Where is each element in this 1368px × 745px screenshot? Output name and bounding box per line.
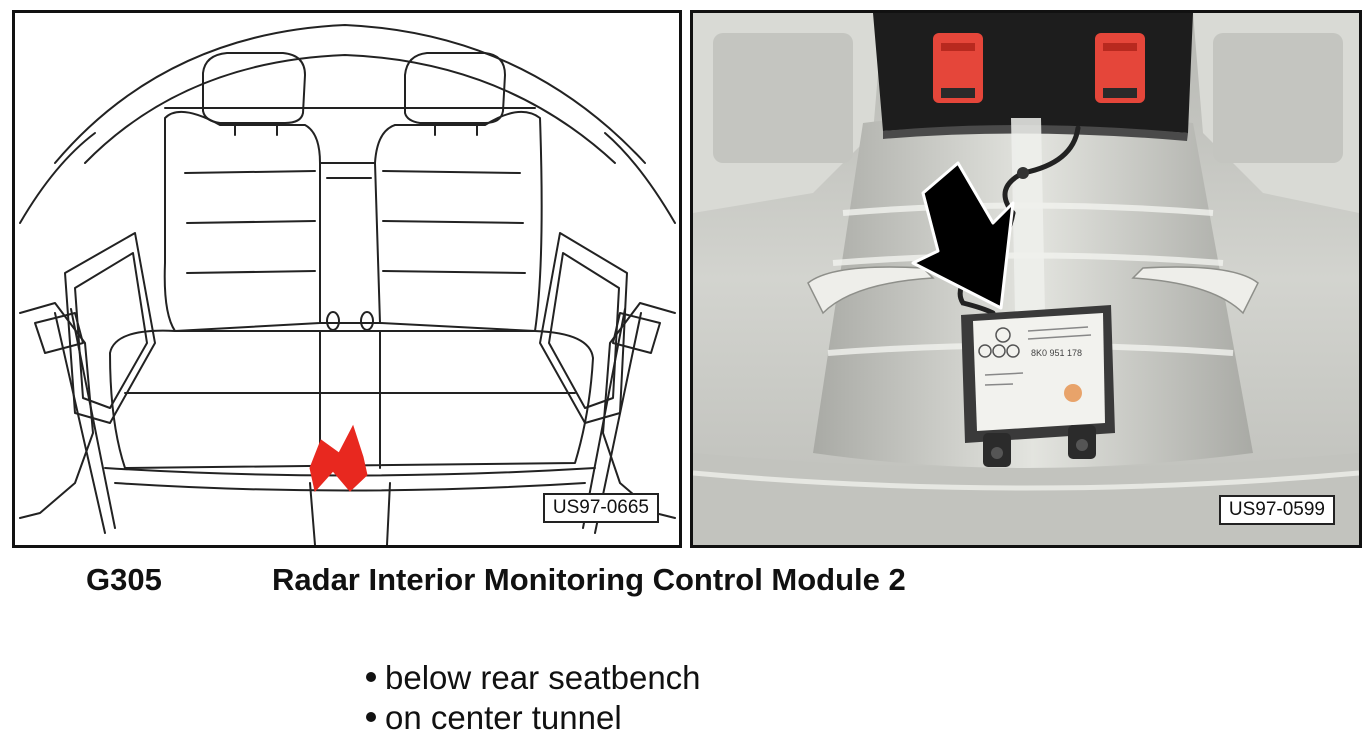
component-name: Radar Interior Monitoring Control Module… <box>272 562 906 597</box>
component-caption: G305 Radar Interior Monitoring Control M… <box>0 562 1368 602</box>
location-list: below rear seatbench on center tunnel <box>366 658 701 738</box>
center-tunnel-photo: 8K0 951 178 <box>693 13 1359 545</box>
component-code: G305 <box>86 562 162 597</box>
figure-reference-right: US97-0599 <box>1218 495 1335 525</box>
list-item: below rear seatbench <box>366 658 701 698</box>
location-text: below rear seatbench <box>385 659 701 696</box>
red-location-arrow <box>309 424 368 493</box>
rear-seat-line-drawing <box>19 24 676 545</box>
belt-buckles <box>933 33 1145 103</box>
bullet-icon <box>366 672 376 683</box>
module-photo: 8K0 951 178 US97-0599 <box>690 10 1362 548</box>
location-text: on center tunnel <box>385 699 622 736</box>
rear-seat-illustration: US97-0665 <box>12 10 682 548</box>
module-part-number: 8K0 951 178 <box>1031 348 1082 358</box>
figure-reference-left: US97-0665 <box>542 493 659 523</box>
black-location-arrow <box>911 161 1015 310</box>
bullet-icon <box>366 712 376 723</box>
list-item: on center tunnel <box>366 698 701 738</box>
control-module-box: 8K0 951 178 <box>961 305 1115 467</box>
